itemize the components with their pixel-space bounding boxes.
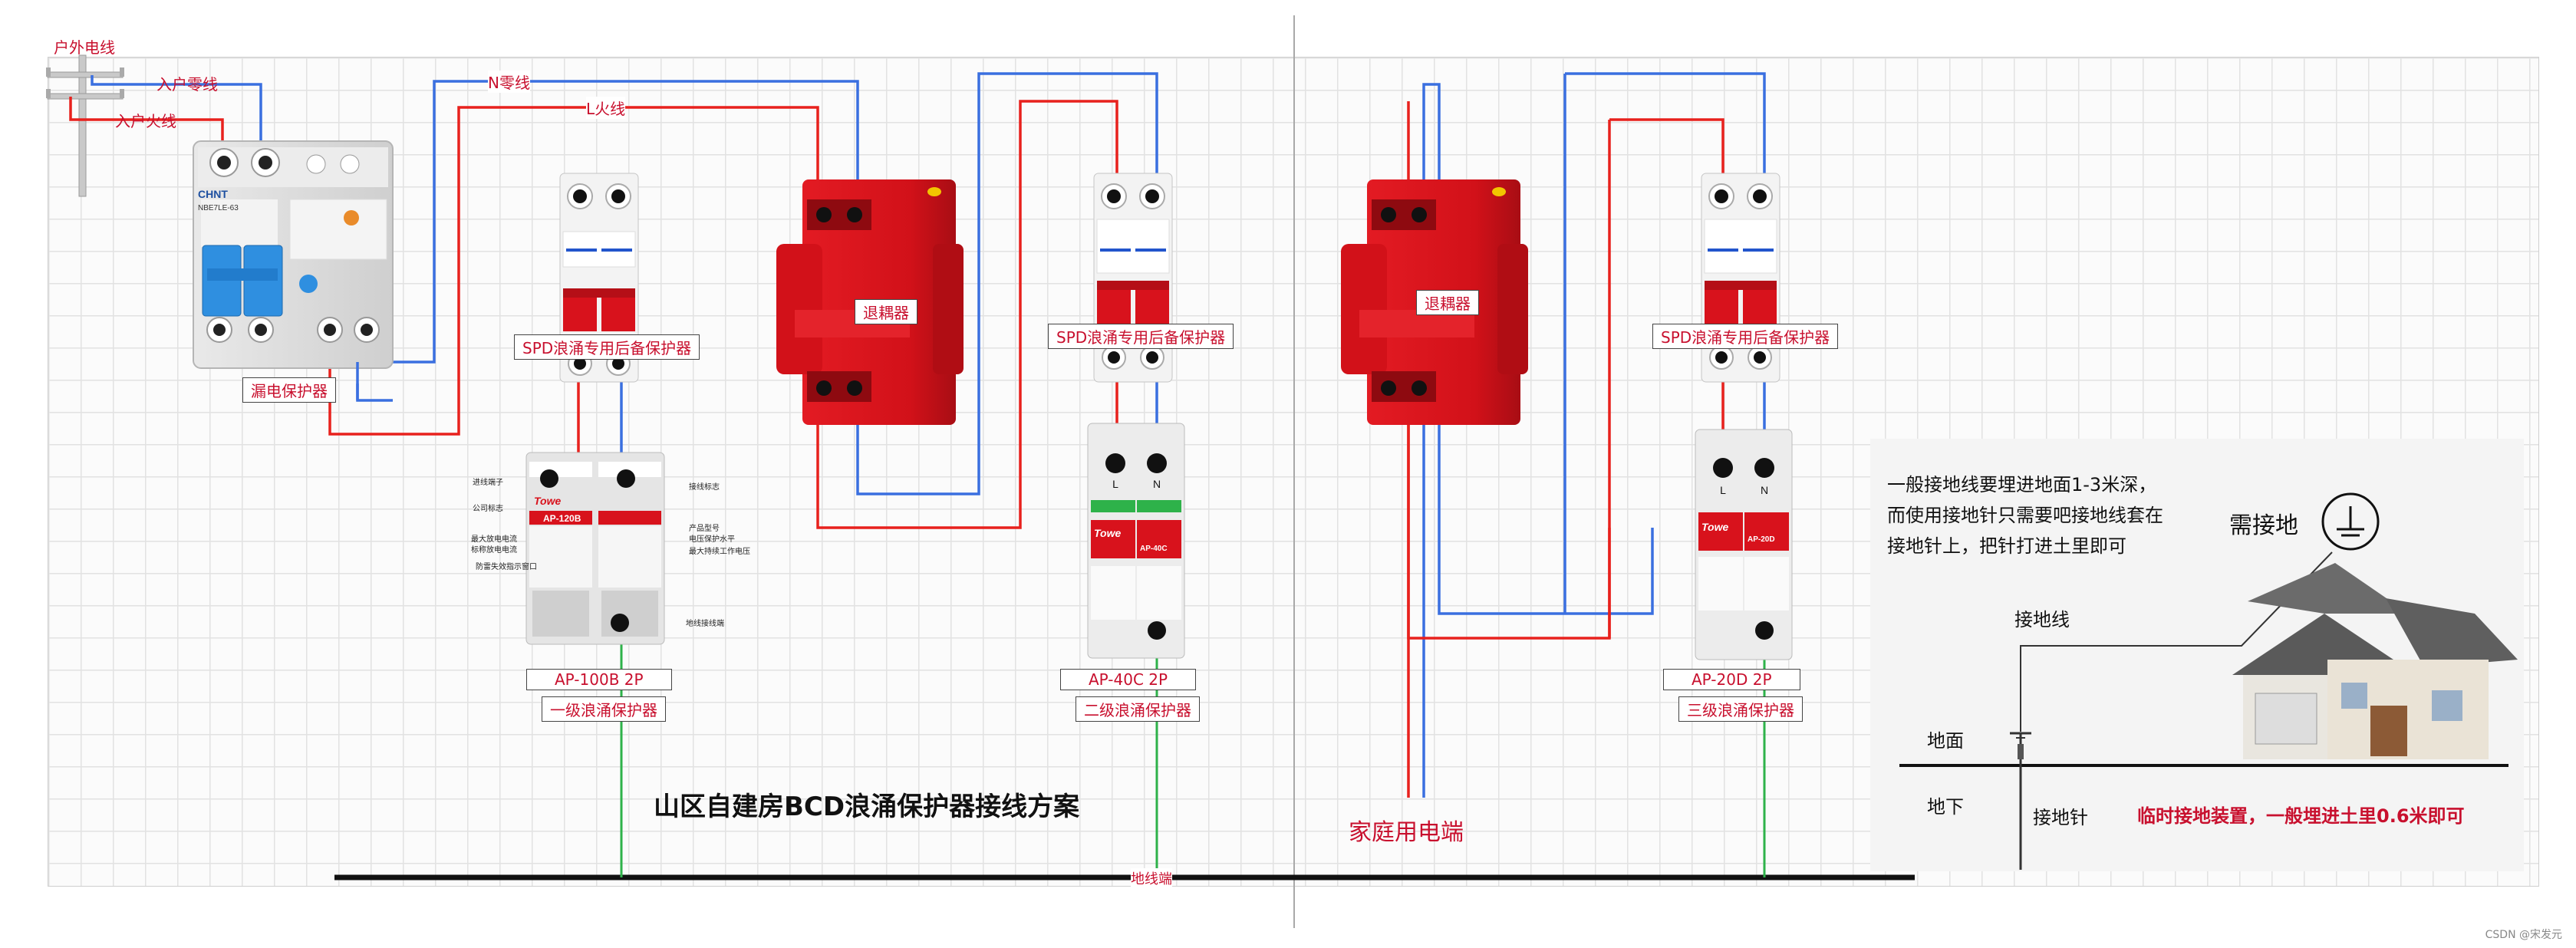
decoupler-2 [1341, 179, 1528, 425]
neutral-wires [91, 72, 1766, 798]
spd-d-model-label: AP-20D 2P [1663, 669, 1800, 690]
spd-c-module: L N Towe AP-40C [1087, 423, 1185, 659]
rcd-label: 漏电保护器 [242, 377, 336, 403]
underground-label: 地下 [1927, 796, 1964, 818]
spd-d-level-label: 三级浪涌保护器 [1678, 696, 1803, 722]
spd-c-l-mark: L [1112, 478, 1118, 490]
decoupler-label-2: 退耦器 [1416, 290, 1479, 315]
rcd-brand: CHNT [198, 188, 228, 200]
outdoor-wire-label: 户外电线 [54, 38, 115, 57]
grounding-note-line-2: 而使用接地针只需要吧接地线套在 [1887, 505, 2163, 526]
needs-ground-label: 需接地 [2229, 512, 2298, 539]
grounding-note-line-3: 接地针上，把针打进土里即可 [1887, 535, 2126, 557]
callout-model: 产品型号 [689, 523, 720, 533]
rcd-model: NBE7LE-63 [198, 204, 239, 212]
spd-b-module: Towe AP-120B [525, 452, 665, 645]
utility-pole-icon [46, 54, 124, 197]
spd-backup-protector-3 [1701, 173, 1780, 383]
callout-uc: 最大持续工作电压 [689, 546, 750, 556]
neutral-in-label: 入户零线 [156, 75, 218, 94]
page-divider [1293, 15, 1295, 928]
grounding-note-line-1: 一般接地线要埋进地面1-3米深， [1887, 474, 2157, 495]
backup-protector-label-3: SPD浪涌专用后备保护器 [1652, 324, 1839, 349]
ground-pin-label: 接地针 [2033, 807, 2088, 828]
l-line-label: L火线 [586, 97, 626, 119]
callout-ground-terminal: 地线接线端 [686, 618, 724, 628]
spd-c-n-mark: N [1153, 478, 1161, 490]
callout-imax: 最大放电电流 [471, 534, 517, 544]
spd-c-level-label: 二级浪涌保护器 [1076, 696, 1200, 722]
callout-inlet: 进线端子 [473, 477, 503, 487]
spd-backup-protector-2 [1093, 173, 1173, 383]
diagram-title: 山区自建房BCD浪涌保护器接线方案 [654, 792, 1080, 822]
callout-up: 电压保护水平 [689, 534, 735, 544]
surface-label: 地面 [1927, 730, 1964, 752]
live-in-label: 入户火线 [115, 112, 176, 130]
spd-d-face: AP-20D [1748, 535, 1775, 544]
spd-b-brand: Towe [534, 495, 561, 507]
spd-c-model-label: AP-40C 2P [1060, 669, 1197, 690]
callout-logo: 公司标志 [473, 503, 503, 513]
callout-fail-window: 防雷失效指示窗口 [476, 561, 537, 571]
callout-in: 标称放电电流 [471, 545, 517, 555]
rcd-breaker: CHNT NBE7LE-63 [193, 140, 394, 369]
spd-d-n-mark: N [1761, 484, 1768, 496]
spd-b-face: AP-120B [543, 513, 581, 524]
earth-wires [620, 629, 1766, 877]
spd-d-brand: Towe [1701, 521, 1728, 533]
home-end-label: 家庭用电端 [1349, 819, 1464, 846]
spd-c-face: AP-40C [1140, 545, 1168, 553]
ground-wire-label: 接地线 [2014, 609, 2070, 630]
spd-b-model-label: AP-100B 2P [526, 669, 672, 690]
backup-protector-label-1: SPD浪涌专用后备保护器 [514, 334, 700, 360]
decoupler-label-1: 退耦器 [855, 299, 917, 324]
credit-text: CSDN @宋发元 [2485, 929, 2562, 941]
backup-protector-label-2: SPD浪涌专用后备保护器 [1048, 324, 1234, 349]
grounding-panel-drawing [1870, 439, 2524, 871]
spd-d-l-mark: L [1720, 484, 1726, 496]
spd-b-level-label: 一级浪涌保护器 [542, 696, 666, 722]
spd-d-module: L N Towe AP-20D [1695, 429, 1793, 660]
n-line-label: N零线 [488, 71, 530, 93]
callout-wire-mark: 接线标志 [689, 482, 720, 492]
temporary-ground-note: 临时接地装置，一般埋进土里0.6米即可 [2137, 805, 2465, 827]
spd-c-brand: Towe [1094, 527, 1121, 539]
ground-terminal-label: 地线端 [1131, 868, 1172, 888]
